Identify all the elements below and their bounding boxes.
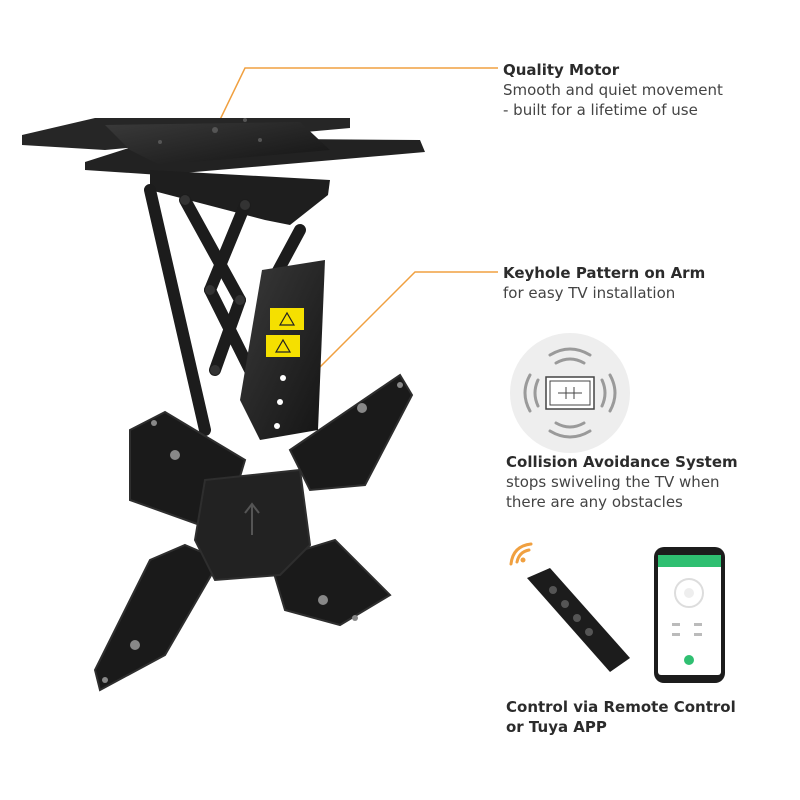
feature-desc-line: stops swiveling the TV when — [506, 473, 720, 491]
feature-desc-line: for easy TV installation — [503, 284, 676, 302]
feature-keyhole-pattern: Keyhole Pattern on Arm for easy TV insta… — [503, 263, 705, 303]
ceiling-plate — [22, 118, 425, 175]
feature-title: Collision Avoidance System — [506, 453, 738, 471]
wireless-signal-icon — [509, 542, 533, 566]
arm-pivots — [180, 195, 250, 375]
tuya-app-phone-image — [654, 547, 725, 683]
feature-collision-avoidance: Collision Avoidance System stops swiveli… — [506, 452, 738, 512]
feature-title: Quality Motor — [503, 61, 620, 79]
callout-line-keyhole — [274, 271, 498, 413]
warning-labels — [266, 308, 304, 357]
remote-control — [505, 540, 645, 690]
feature-control: Control via Remote Control or Tuya APP — [506, 697, 736, 737]
motor-housing — [150, 170, 330, 225]
feature-desc-line: Smooth and quiet movement — [503, 81, 723, 99]
feature-title-line: Control via Remote Control — [506, 698, 736, 716]
center-arrow — [244, 502, 260, 535]
feature-title: Keyhole Pattern on Arm — [503, 264, 706, 282]
tv-swivel-sensor-icon — [523, 347, 617, 439]
feature-desc-line: there are any obstacles — [506, 493, 683, 511]
callout-line-motor — [214, 67, 498, 131]
feature-title-line: or Tuya APP — [506, 718, 607, 736]
remote-control-image — [509, 542, 630, 672]
feature-desc-line: - built for a lifetime of use — [503, 101, 698, 119]
keyhole-slots — [265, 375, 286, 461]
collision-badge — [510, 333, 630, 453]
feature-quality-motor: Quality Motor Smooth and quiet movement … — [503, 60, 723, 120]
vesa-holes — [102, 382, 403, 683]
smartphone-app — [652, 545, 727, 685]
